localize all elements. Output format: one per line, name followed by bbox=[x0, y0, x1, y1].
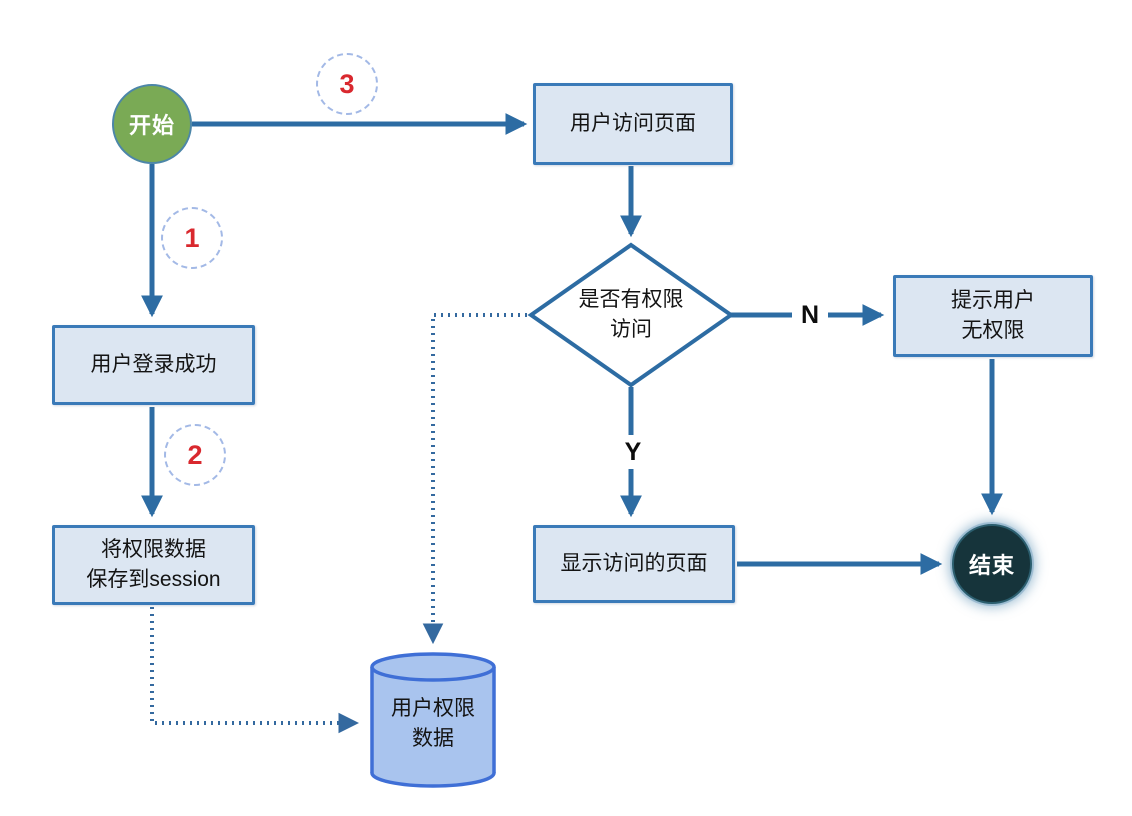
process-show-page-label: 显示访问的页面 bbox=[560, 551, 708, 575]
process-login-success-label: 用户登录成功 bbox=[90, 352, 217, 376]
step-badge-2-number: 2 bbox=[187, 439, 203, 470]
start-node: 开始 bbox=[112, 84, 192, 164]
process-visit-page: 用户访问页面 bbox=[533, 83, 733, 165]
step-badge-1-number: 1 bbox=[184, 222, 200, 253]
decision-line2: 访问 bbox=[610, 318, 652, 341]
process-prompt-no-permission-line2: 无权限 bbox=[961, 319, 1025, 342]
database-cylinder-shape bbox=[370, 652, 496, 788]
database-line1: 用户权限 bbox=[391, 696, 475, 720]
edge-decision-to-database-dotted bbox=[422, 313, 527, 645]
process-visit-page-label: 用户访问页面 bbox=[570, 111, 696, 135]
step-badge-2: 2 bbox=[164, 424, 226, 486]
step-badge-3-number: 3 bbox=[339, 68, 355, 99]
process-show-page: 显示访问的页面 bbox=[533, 525, 735, 603]
database-permission-data-label: 用户权限 数据 bbox=[374, 693, 492, 755]
step-badge-3: 3 bbox=[316, 53, 378, 115]
end-node-label: 结束 bbox=[968, 553, 1015, 578]
start-node-label: 开始 bbox=[128, 113, 175, 138]
process-save-session-line2: 保存到session bbox=[86, 568, 221, 591]
branch-label-yes: Y bbox=[615, 435, 651, 469]
edge-save-session-to-database-dotted bbox=[150, 607, 360, 734]
database-line2: 数据 bbox=[412, 727, 454, 750]
process-prompt-no-permission-line1: 提示用户 bbox=[951, 288, 1035, 312]
end-node: 结束 bbox=[952, 524, 1032, 604]
decision-line1: 是否有权限 bbox=[578, 287, 684, 311]
decision-diamond-shape bbox=[527, 242, 735, 388]
branch-label-no: N bbox=[792, 298, 828, 332]
step-badge-1: 1 bbox=[161, 207, 223, 269]
process-prompt-no-permission: 提示用户 无权限 bbox=[893, 275, 1093, 357]
process-save-session-line1: 将权限数据 bbox=[101, 537, 206, 561]
process-login-success: 用户登录成功 bbox=[52, 325, 255, 405]
decision-has-permission-label: 是否有权限 访问 bbox=[541, 284, 721, 346]
process-save-session: 将权限数据 保存到session bbox=[52, 525, 255, 605]
